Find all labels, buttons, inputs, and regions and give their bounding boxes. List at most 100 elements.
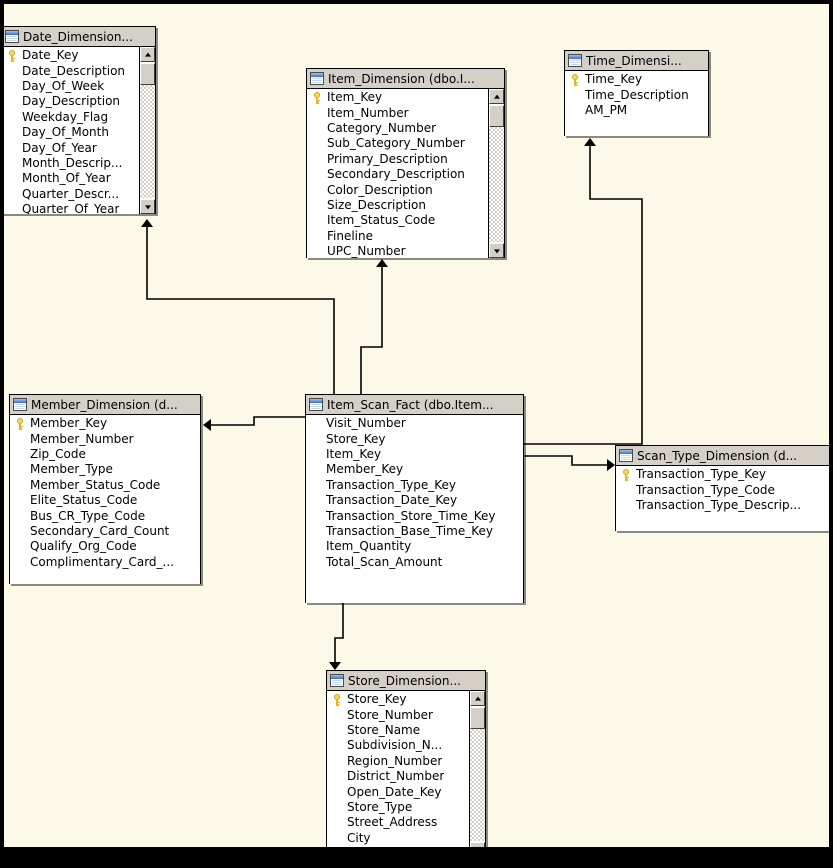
table-title: Item_Scan_Fact (dbo.Item... [327, 397, 494, 412]
column-name: Transaction_Type_Key [326, 477, 456, 492]
column-row[interactable]: Category_Number [307, 121, 487, 136]
column-row[interactable]: Item_Number [307, 105, 487, 120]
column-row[interactable]: Day_Of_Year [4, 140, 138, 155]
column-row[interactable]: Member_Type [10, 462, 200, 477]
column-row[interactable]: Complimentary_Card_... [10, 555, 200, 570]
column-row[interactable]: Bus_CR_Type_Code [10, 508, 200, 523]
column-row[interactable]: Open_Date_Key [327, 784, 468, 799]
column-row[interactable]: Day_Of_Month [4, 125, 138, 140]
column-row[interactable]: Quarter_Of_Year [4, 202, 138, 214]
column-row[interactable]: Primary_Description [307, 152, 487, 167]
column-name: Visit_Number [326, 416, 406, 431]
column-row[interactable]: Weekday_Flag [4, 110, 138, 125]
column-row[interactable]: Item_Key [306, 447, 523, 462]
column-row[interactable]: Time_Description [565, 87, 708, 102]
scrollbar-track[interactable] [470, 707, 485, 841]
column-row[interactable]: Street_Address [327, 815, 468, 830]
column-row[interactable]: Month_Of_Year [4, 171, 138, 186]
vertical-scrollbar[interactable] [488, 89, 504, 258]
column-row[interactable]: Member_Number [10, 431, 200, 446]
column-row[interactable]: Quarter_Descr... [4, 187, 138, 202]
column-row[interactable]: Transaction_Type_Code [616, 482, 829, 497]
column-row[interactable]: Subdivision_N... [327, 738, 468, 753]
scrollbar-track[interactable] [140, 63, 155, 198]
column-row[interactable]: Item_Quantity [306, 539, 523, 554]
column-row[interactable]: Store_Name [327, 723, 468, 738]
table-scan-type-dimension[interactable]: Scan_Type_Dimension (d...Transaction_Typ… [615, 445, 829, 531]
scroll-down-button[interactable] [470, 842, 485, 847]
column-row[interactable]: Transaction_Base_Time_Key [306, 524, 523, 539]
column-row[interactable]: Qualify_Org_Code [10, 539, 200, 554]
column-row[interactable]: Item_Key [307, 90, 487, 105]
column-row[interactable]: Transaction_Store_Time_Key [306, 508, 523, 523]
vertical-scrollbar[interactable] [139, 47, 155, 214]
column-row[interactable]: Date_Description [4, 63, 138, 78]
column-row[interactable]: Transaction_Type_Descrip... [616, 498, 829, 513]
scroll-up-button[interactable] [470, 691, 485, 706]
column-row[interactable]: Store_Number [327, 707, 468, 722]
table-header-item-dimension[interactable]: Item_Dimension (dbo.I... [307, 69, 504, 89]
column-row[interactable]: Region_Number [327, 754, 468, 769]
scrollbar-thumb[interactable] [489, 105, 504, 127]
column-row[interactable]: Zip_Code [10, 447, 200, 462]
table-header-store-dimension[interactable]: Store_Dimension... [327, 671, 485, 691]
table-header-time-dimension[interactable]: Time_Dimensi... [565, 51, 708, 71]
column-row[interactable]: Time_Key [565, 72, 708, 87]
column-name: Day_Of_Month [22, 125, 109, 140]
column-row[interactable]: Sub_Category_Number [307, 136, 487, 151]
column-row[interactable]: Transaction_Type_Key [616, 467, 829, 482]
column-row[interactable]: UPC_Number [307, 244, 487, 258]
column-row[interactable]: District_Number [327, 769, 468, 784]
column-row[interactable]: Transaction_Type_Key [306, 478, 523, 493]
column-row[interactable]: Size_Description [307, 198, 487, 213]
column-row[interactable]: Item_Status_Code [307, 213, 487, 228]
table-header-member-dimension[interactable]: Member_Dimension (d... [10, 395, 200, 415]
scroll-down-button[interactable] [140, 199, 155, 214]
column-row[interactable]: Visit_Number [306, 416, 523, 431]
column-row[interactable]: Date_Key [4, 48, 138, 63]
column-row[interactable]: Elite_Status_Code [10, 493, 200, 508]
column-row[interactable]: Fineline [307, 229, 487, 244]
column-row[interactable]: Transaction_Date_Key [306, 493, 523, 508]
vertical-scrollbar[interactable] [469, 691, 485, 847]
scroll-up-button[interactable] [489, 89, 504, 104]
scrollbar-thumb[interactable] [140, 63, 155, 85]
column-row[interactable]: Member_Key [10, 416, 200, 431]
table-header-date-dimension[interactable]: Date_Dimension... [4, 27, 155, 47]
column-row[interactable]: Store_Type [327, 800, 468, 815]
column-row[interactable]: Day_Description [4, 94, 138, 109]
column-row[interactable]: Day_Of_Week [4, 79, 138, 94]
column-row[interactable]: Month_Descrip... [4, 156, 138, 171]
column-row[interactable]: Secondary_Description [307, 167, 487, 182]
scrollbar-thumb[interactable] [470, 707, 485, 729]
scroll-up-button[interactable] [140, 47, 155, 62]
column-row[interactable]: AM_PM [565, 103, 708, 118]
column-row[interactable]: Member_Status_Code [10, 478, 200, 493]
table-header-item-scan-fact[interactable]: Item_Scan_Fact (dbo.Item... [306, 395, 523, 415]
scrollbar-track[interactable] [489, 105, 504, 242]
table-header-scan-type-dimension[interactable]: Scan_Type_Dimension (d... [616, 446, 829, 466]
column-name: Color_Description [327, 182, 433, 197]
column-row[interactable]: Secondary_Card_Count [10, 524, 200, 539]
column-row[interactable]: Member_Key [306, 462, 523, 477]
column-row[interactable]: Store_Key [306, 431, 523, 446]
column-row[interactable]: Store_Key [327, 692, 468, 707]
column-row[interactable]: City [327, 831, 468, 846]
column-row[interactable]: Total_Scan_Amount [306, 555, 523, 570]
column-row[interactable]: Color_Description [307, 182, 487, 197]
scroll-down-button[interactable] [489, 243, 504, 258]
